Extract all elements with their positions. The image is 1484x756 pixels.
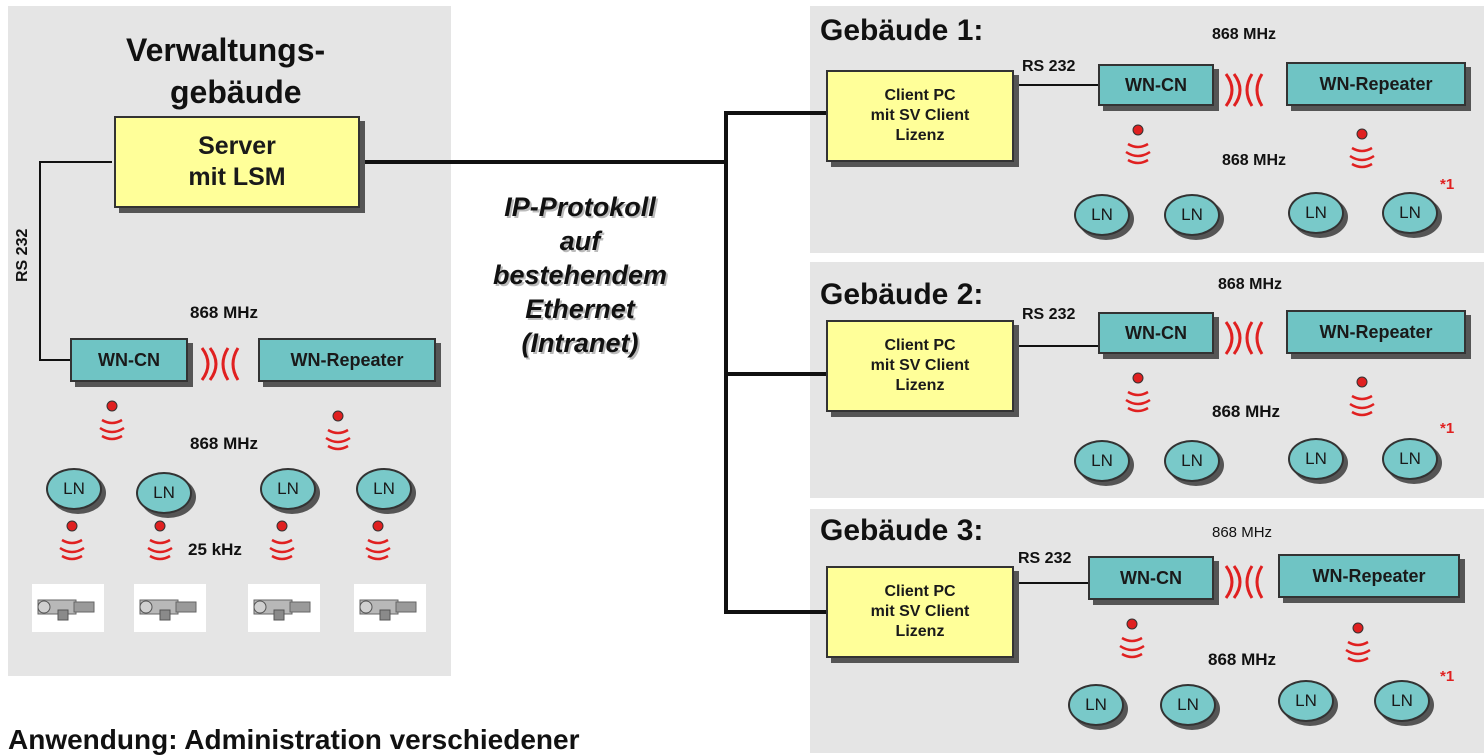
b1-footnote-mark: *1 [1440,176,1455,193]
b3-ln-2[interactable]: LN [1160,684,1216,726]
server-label-line2: mit LSM [188,163,286,191]
b3-ln-1[interactable]: LN [1068,684,1124,726]
lock-cylinder-icon [253,599,311,621]
admin-title-line2: gebäude [170,74,302,110]
b3-footnote-mark: *1 [1440,668,1455,685]
b2-ln-4[interactable]: LN [1382,438,1438,480]
admin-rs232-label: RS 232 [14,228,31,282]
admin-wn-cn[interactable]: WN-CN [70,338,188,382]
b3-wn-cn[interactable]: WN-CN [1088,556,1214,600]
b2-signal-icon-1 [1125,372,1151,413]
b2-ln-1[interactable]: LN [1074,440,1130,482]
admin-ln-3[interactable]: LN [260,468,316,510]
b1-ln-1[interactable]: LN [1074,194,1130,236]
admin-ln-2[interactable]: LN [136,472,192,514]
b1-freq-top: 868 MHz [1212,26,1277,43]
b3-rs232: RS 232 [1018,550,1072,567]
admin-signal-icon-6 [365,520,391,561]
b2-ln-2[interactable]: LN [1164,440,1220,482]
server-label-line1: Server [198,132,276,160]
b1-client-line1: Client PC [884,87,956,104]
b3-radio-link-icon [1224,565,1264,599]
b2-client-line3: Lizenz [895,377,945,394]
b3-freq-top: 868 MHz [1212,524,1273,541]
admin-signal-icon-2 [325,410,351,451]
b1-ln-3[interactable]: LN [1288,192,1344,234]
lock-cylinder-2 [134,584,206,632]
network-line-5: (Intranet) [521,328,639,358]
admin-ln-1[interactable]: LN [46,468,102,510]
b1-rs232: RS 232 [1022,58,1076,75]
b1-ln-2[interactable]: LN [1164,194,1220,236]
network-line-1: IP-Protokoll [504,192,656,222]
b3-client-pc[interactable]: Client PC mit SV Client Lizenz [826,566,1014,658]
b1-freq-mid: 868 MHz [1222,152,1287,169]
b3-ln-4[interactable]: LN [1374,680,1430,722]
b1-signal-icon-2 [1349,128,1375,169]
b1-client-line2: mit SV Client [870,107,970,124]
b1-wn-cn[interactable]: WN-CN [1098,64,1214,106]
network-line-4: Ethernet [525,294,635,324]
lock-cylinder-icon [37,599,95,621]
network-line-2: auf [559,226,601,256]
b2-client-pc[interactable]: Client PC mit SV Client Lizenz [826,320,1014,412]
b2-footnote-mark: *1 [1440,420,1455,437]
b3-wn-repeater[interactable]: WN-Repeater [1278,554,1460,598]
admin-radio-link-icon [200,347,240,381]
b2-wn-repeater[interactable]: WN-Repeater [1286,310,1466,354]
admin-freq-top: 868 MHz [190,303,259,322]
admin-ln-4[interactable]: LN [356,468,412,510]
b3-client-line2: mit SV Client [870,603,970,620]
caption-text: Anwendung: Administration verschiedener [8,724,580,755]
admin-title-line1: Verwaltungs- [126,32,326,68]
b2-rs232: RS 232 [1022,306,1076,323]
b1-title: Gebäude 1: [820,14,984,47]
b1-radio-link-icon [1224,73,1264,107]
admin-signal-icon-3 [59,520,85,561]
b1-ln-4[interactable]: LN [1382,192,1438,234]
b2-wn-cn[interactable]: WN-CN [1098,312,1214,354]
network-label: IP-Protokoll auf bestehendem Ethernet (I… [460,190,700,360]
b3-signal-icon-2 [1345,622,1371,663]
b3-client-line3: Lizenz [895,623,945,640]
admin-rs232-line [39,161,112,361]
b3-title: Gebäude 3: [820,514,984,547]
b2-freq-mid: 868 MHz [1212,402,1281,421]
b1-client-pc[interactable]: Client PC mit SV Client Lizenz [826,70,1014,162]
b3-freq-mid: 868 MHz [1208,650,1277,669]
lock-cylinder-icon [359,599,417,621]
lock-cylinder-icon [139,599,197,621]
server-box[interactable]: Server mit LSM [114,116,360,208]
network-line-3: bestehendem [492,260,668,290]
b2-freq-top: 868 MHz [1218,276,1283,293]
b2-client-line2: mit SV Client [870,357,970,374]
admin-signal-icon-1 [99,400,125,441]
admin-freq-low: 25 kHz [188,540,242,559]
lock-cylinder-3 [248,584,320,632]
b3-ln-3[interactable]: LN [1278,680,1334,722]
b3-signal-icon-1 [1119,618,1145,659]
b1-wn-repeater[interactable]: WN-Repeater [1286,62,1466,106]
admin-wn-repeater[interactable]: WN-Repeater [258,338,436,382]
lock-cylinder-1 [32,584,104,632]
b3-client-line1: Client PC [884,583,956,600]
b1-client-line3: Lizenz [895,127,945,144]
b2-ln-3[interactable]: LN [1288,438,1344,480]
admin-freq-mid: 868 MHz [190,434,259,453]
b1-signal-icon-1 [1125,124,1151,165]
admin-signal-icon-5 [269,520,295,561]
lock-cylinder-4 [354,584,426,632]
admin-signal-icon-4 [147,520,173,561]
b2-title: Gebäude 2: [820,278,984,311]
b2-signal-icon-2 [1349,376,1375,417]
b2-radio-link-icon [1224,321,1264,355]
b2-client-line1: Client PC [884,337,956,354]
